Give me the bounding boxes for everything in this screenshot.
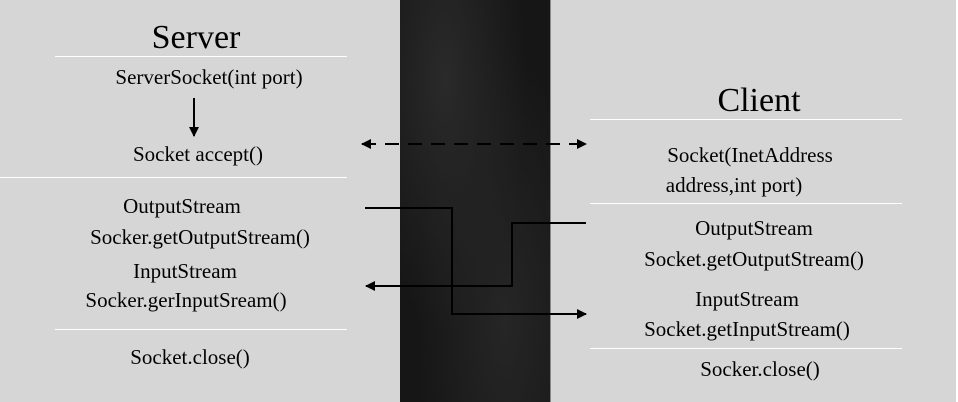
server-socket-constructor: ServerSocket(int port) bbox=[115, 65, 303, 89]
client-socket-separator bbox=[590, 203, 902, 204]
server-input-stream-type: InputStream bbox=[133, 259, 237, 283]
client-output-stream-call: Socket.getOutputStream() bbox=[644, 247, 864, 271]
server-close: Socket.close() bbox=[130, 345, 250, 369]
client-output-stream-type: OutputStream bbox=[695, 216, 813, 240]
server-output-stream-type: OutputStream bbox=[123, 194, 241, 218]
client-title-separator bbox=[590, 119, 902, 120]
arrow-server-output-to-client-input bbox=[365, 207, 587, 319]
client-socket-constructor-line1: Socket(InetAddress bbox=[667, 143, 833, 167]
server-output-stream-call: Socker.getOutputStream() bbox=[90, 225, 310, 249]
server-title: Server bbox=[151, 19, 241, 56]
client-panel: Client Socket(InetAddress address,int po… bbox=[550, 0, 956, 402]
client-title: Client bbox=[717, 82, 801, 119]
server-input-stream-call: Socker.gerInputSream() bbox=[85, 288, 287, 312]
client-close: Socker.close() bbox=[700, 357, 820, 381]
client-input-stream-type: InputStream bbox=[695, 287, 799, 311]
client-socket-constructor-line2: address,int port) bbox=[665, 173, 803, 197]
client-close-separator bbox=[590, 348, 902, 349]
server-accept: Socket accept() bbox=[132, 142, 263, 166]
server-close-separator bbox=[55, 329, 347, 330]
network-strip bbox=[400, 0, 550, 402]
client-input-stream-call: Socket.getInputStream() bbox=[644, 317, 850, 341]
arrow-client-output-to-server-input bbox=[365, 222, 586, 291]
server-accept-separator bbox=[0, 177, 347, 178]
server-title-separator bbox=[55, 56, 347, 57]
server-panel: Server ServerSocket(int port) Socket acc… bbox=[0, 0, 401, 402]
